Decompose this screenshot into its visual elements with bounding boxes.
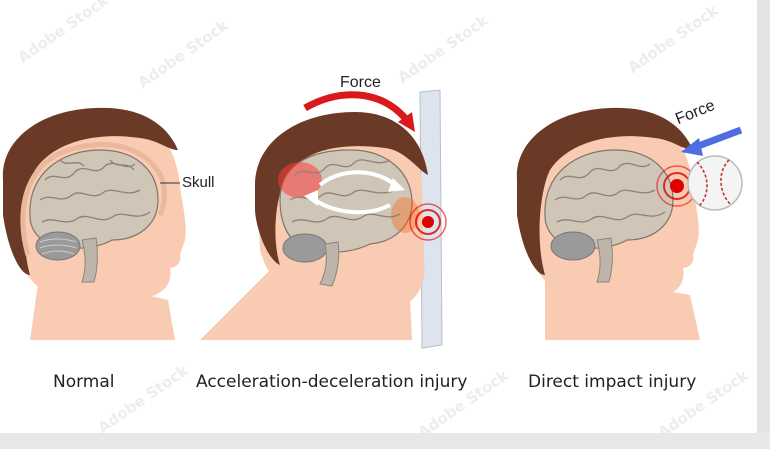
cerebellum (550, 231, 596, 261)
impact-point-icon (409, 203, 447, 241)
normal-head-illustration (2, 107, 186, 340)
right-margin (757, 0, 770, 449)
rotation-arrow-icon (318, 170, 397, 187)
panel-acceleration-deceleration: Force (200, 0, 500, 433)
cerebellum (35, 231, 81, 261)
brain-folds (554, 162, 666, 223)
bottom-margin (0, 433, 770, 449)
skull-label: Skull (182, 174, 215, 191)
panel-direct-impact: Force (505, 0, 757, 433)
cerebellum (282, 233, 328, 263)
direct-head-illustration (516, 107, 743, 340)
caption-direct-impact: Direct impact injury (528, 372, 697, 392)
brain-folds (289, 159, 401, 223)
figure-canvas: Adobe Stock Adobe Stock Adobe Stock Adob… (0, 0, 757, 442)
hair (2, 107, 179, 275)
force-arrow-icon (303, 91, 408, 121)
panel-normal: Skull (0, 0, 240, 433)
baseball-icon (687, 155, 743, 211)
hair (255, 112, 428, 265)
accel-head-illustration (200, 89, 447, 349)
brain-folds (39, 159, 151, 223)
hair (516, 107, 693, 275)
caption-normal: Normal (53, 372, 115, 392)
skull-outline (20, 142, 167, 256)
contusion-front (391, 197, 419, 233)
force-label-top: Force (340, 74, 381, 91)
caption-acceleration-deceleration: Acceleration-deceleration injury (196, 372, 468, 392)
contusion-back (278, 162, 322, 198)
force-arrow-icon (691, 126, 743, 152)
